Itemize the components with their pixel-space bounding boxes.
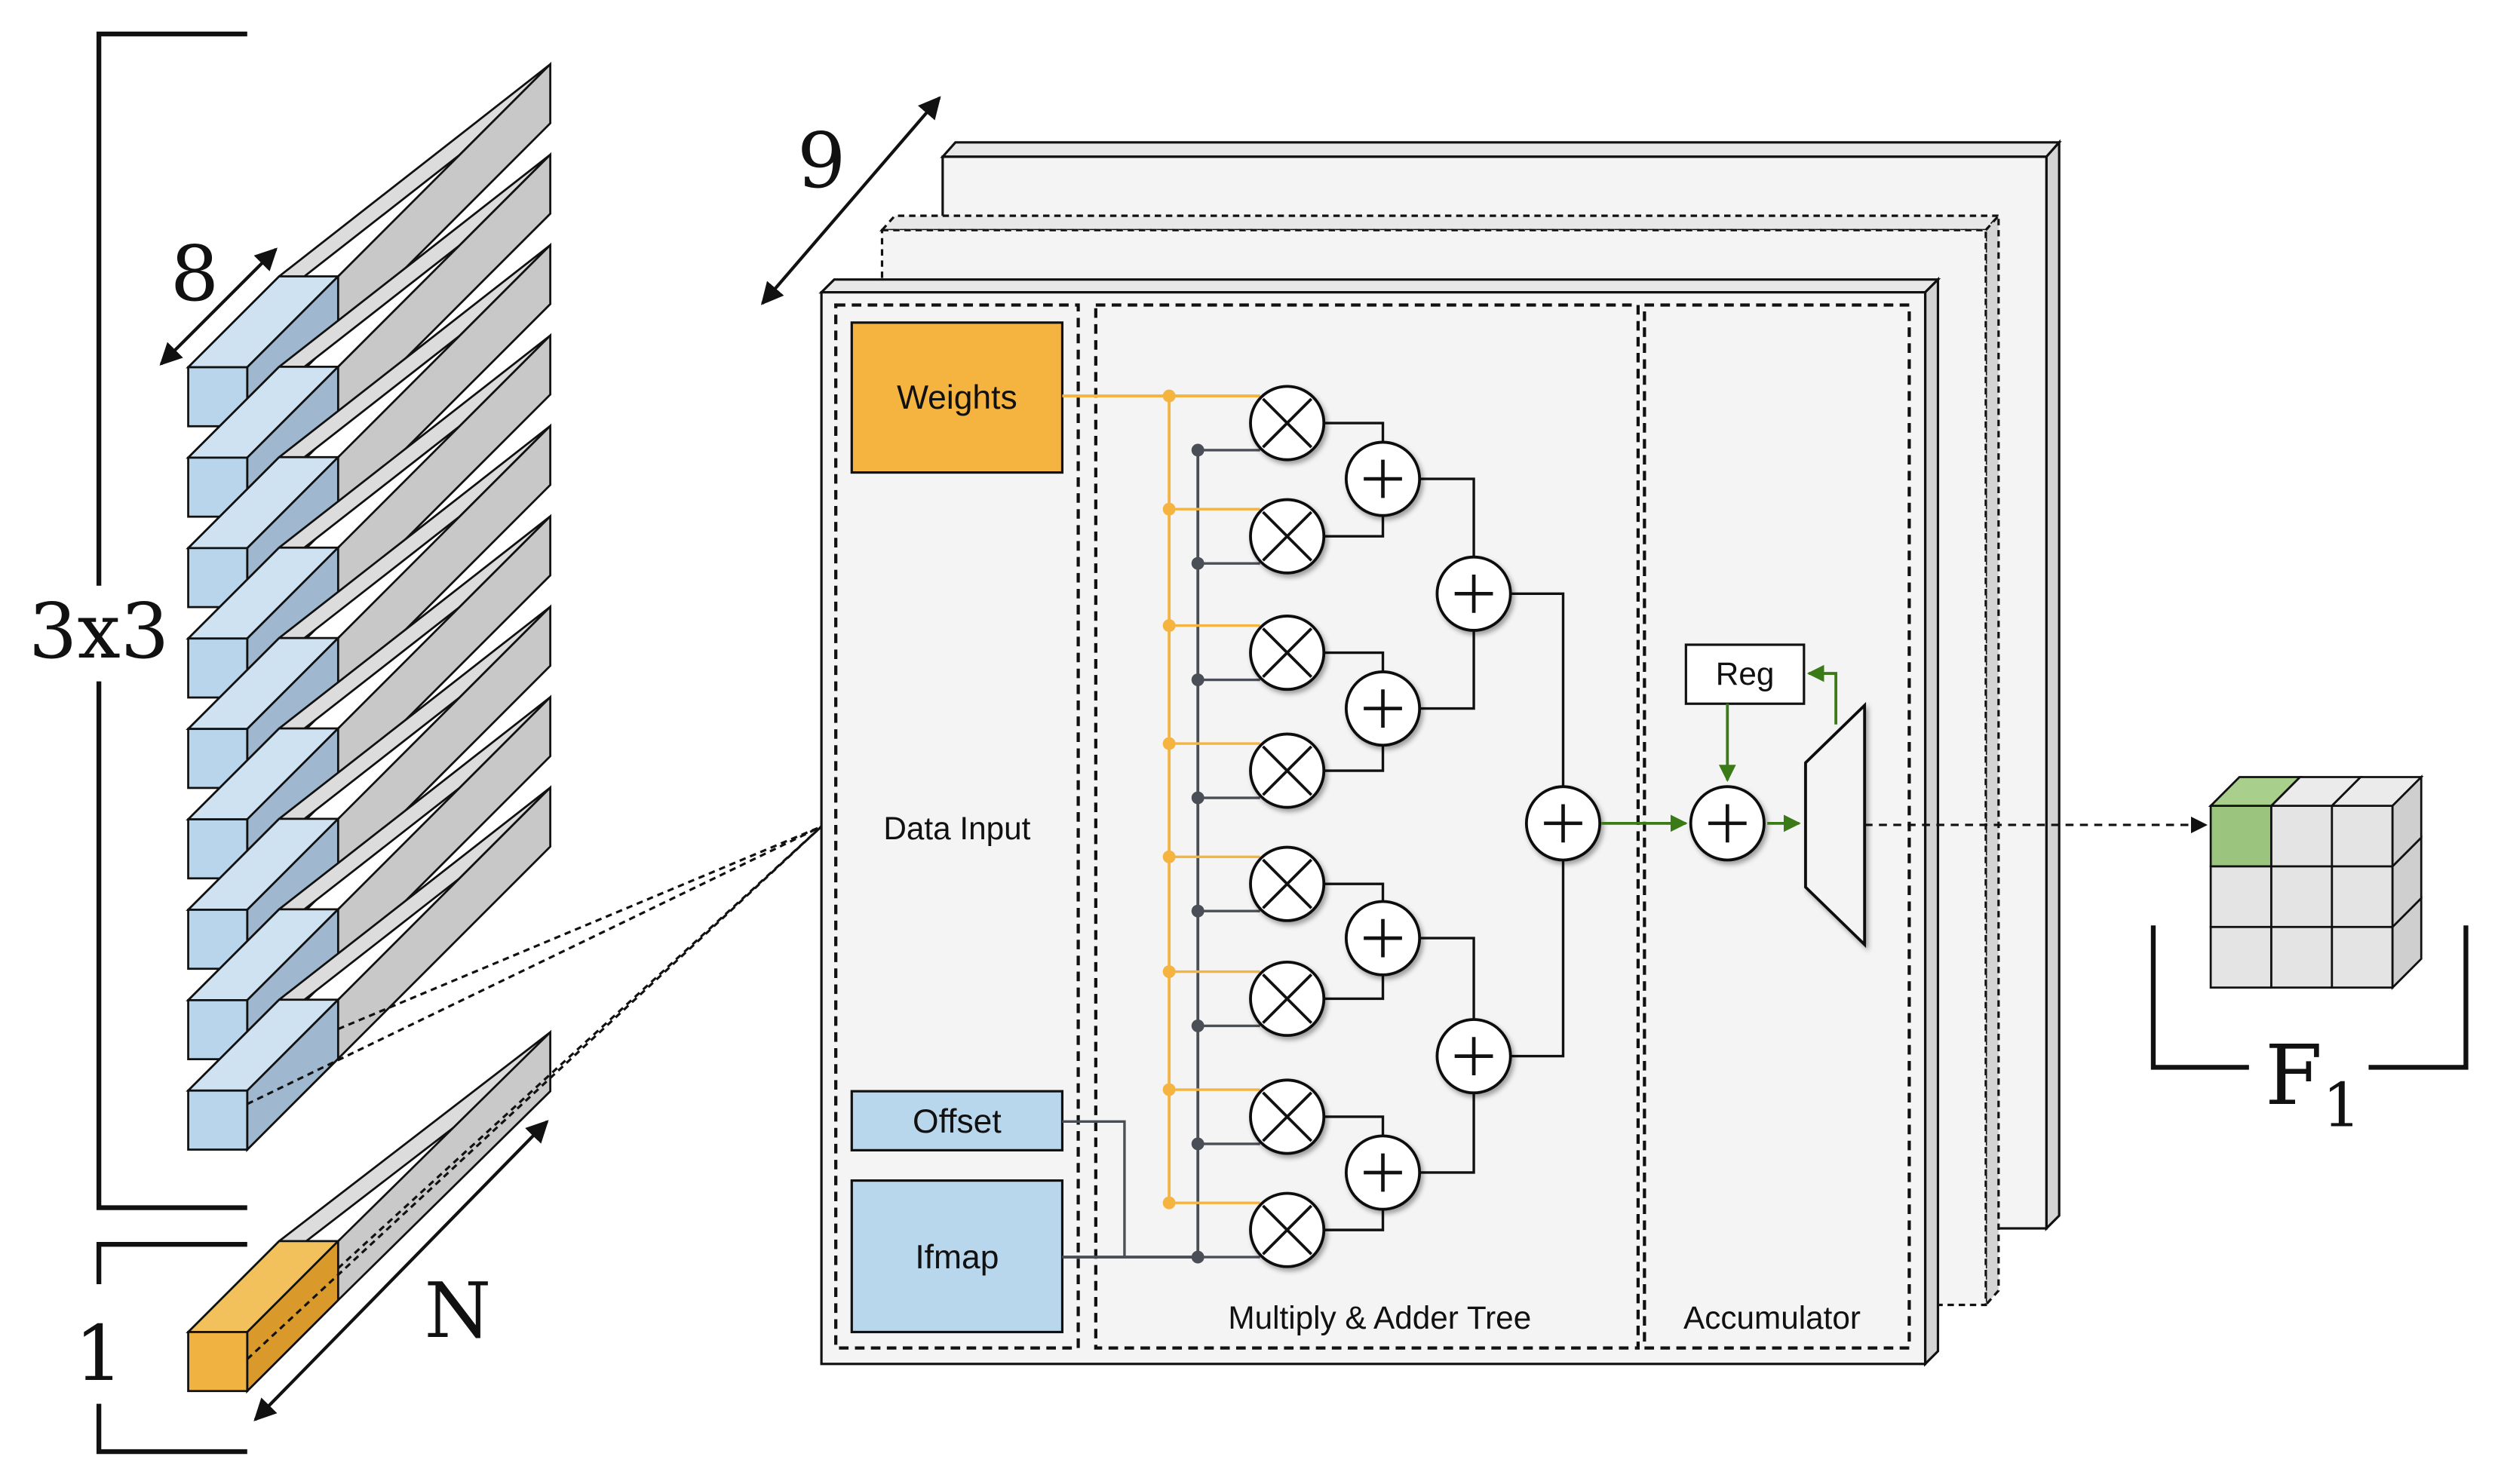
dimension-arrow-8 (159, 247, 278, 366)
adder-node (1344, 670, 1422, 747)
multiplier-node (1249, 732, 1326, 809)
projection-lines (246, 825, 823, 1360)
kernel-bar-stack (186, 61, 551, 1152)
reg-block (1684, 643, 1806, 705)
reg-label: Reg (1716, 656, 1775, 691)
adders (1344, 440, 1766, 1211)
adder-node (1524, 785, 1602, 862)
data-input-section (834, 303, 1080, 1350)
label-n: N (425, 1266, 492, 1355)
ifmap-block (850, 1179, 1064, 1334)
dimension-arrow-9 (760, 96, 941, 305)
multiplier-node (1249, 845, 1326, 922)
offset-label: Offset (913, 1103, 1002, 1140)
label-8: 8 (170, 229, 219, 318)
accumulator-wires (1601, 664, 1838, 832)
kernel-bar (186, 61, 551, 429)
multiply-adder-label: Multiply & Adder Tree (1228, 1300, 1531, 1335)
wiring (1062, 389, 1565, 1264)
accumulator-label: Accumulator (1683, 1300, 1861, 1335)
weights-block (850, 321, 1064, 474)
accumulator-section (1643, 303, 1911, 1350)
adder-node (1344, 1134, 1422, 1211)
offset-block (850, 1090, 1064, 1151)
multiplier-node (1249, 1078, 1326, 1155)
label-f1: F1 (2265, 1027, 2361, 1141)
data-input-label: Data Input (883, 811, 1030, 846)
multiplier-node (1249, 960, 1326, 1038)
bracket-3x3 (96, 31, 247, 1210)
label-1: 1 (75, 1309, 124, 1398)
bracket-1 (96, 1241, 247, 1455)
multiplier-node (1249, 615, 1326, 691)
kernel-bar (186, 785, 551, 1152)
label-3x3: 3x3 (29, 587, 169, 676)
multiplier-node (1249, 498, 1326, 575)
multipliers (1249, 385, 1326, 1268)
output-mux (1804, 701, 1867, 949)
adder-node (1689, 785, 1766, 862)
multiplier-node (1249, 1191, 1326, 1268)
multiplier-node (1249, 385, 1326, 461)
bracket-f1 (2150, 925, 2469, 1070)
output-cube (2208, 774, 2424, 990)
adder-node (1435, 555, 1512, 632)
weights-label: Weights (897, 379, 1017, 416)
adder-node (1344, 900, 1422, 977)
label-9: 9 (797, 116, 846, 205)
adder-node (1435, 1018, 1512, 1095)
multiply-adder-section (1094, 303, 1640, 1350)
section-borders (834, 303, 1911, 1350)
dimension-arrow-n (253, 1120, 549, 1421)
ifmap-label: Ifmap (915, 1239, 999, 1276)
adder-node (1344, 440, 1422, 517)
